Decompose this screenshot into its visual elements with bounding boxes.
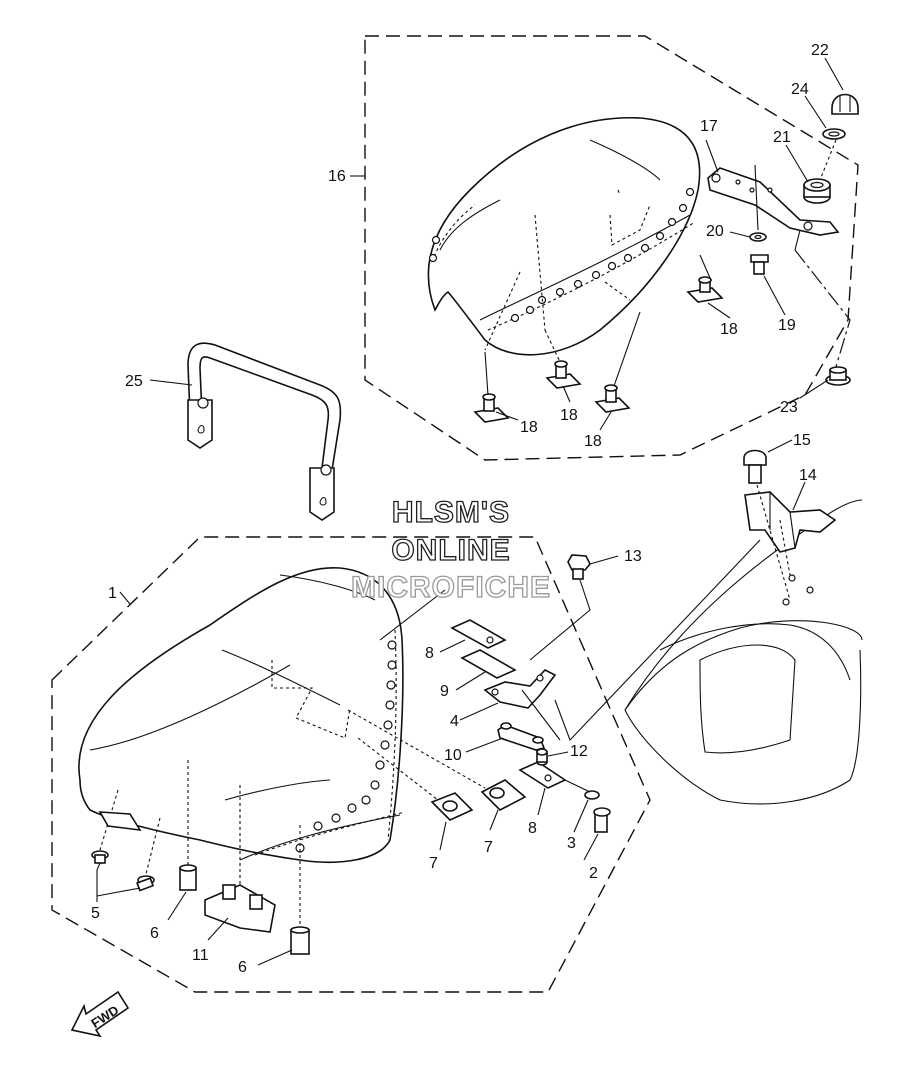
callout-16: 16 bbox=[328, 168, 346, 185]
rear-fender bbox=[624, 499, 863, 805]
callout-7-right: 7 bbox=[484, 839, 493, 856]
cap-nut bbox=[831, 93, 859, 115]
callout-20: 20 bbox=[706, 223, 724, 240]
callout-18-rear: 18 bbox=[584, 433, 602, 450]
bolt-13 bbox=[567, 554, 591, 580]
callout-18-right: 18 bbox=[720, 321, 738, 338]
watermark-line-3: MICROFICHE bbox=[351, 571, 551, 604]
bolt-15 bbox=[743, 449, 767, 484]
callout-23: 23 bbox=[780, 399, 798, 416]
seat-clip-18-front-left bbox=[473, 393, 510, 423]
watermark: HLSM'S ONLINE MICROFICHE bbox=[350, 495, 551, 604]
seat-clip-18-middle bbox=[545, 360, 582, 389]
seat-clip-18-rear bbox=[594, 384, 631, 413]
leader-lines bbox=[96, 57, 844, 966]
front-seat-group-boundary bbox=[51, 536, 651, 993]
grab-bar bbox=[187, 342, 342, 521]
callout-18-middle: 18 bbox=[560, 407, 578, 424]
grommet-21 bbox=[803, 178, 831, 204]
watermark-line-2: ONLINE bbox=[391, 534, 510, 567]
plate-8-lower bbox=[518, 761, 567, 789]
fwd-arrow-icon: FWD bbox=[70, 990, 130, 1038]
seat-clip-18-right bbox=[686, 276, 724, 303]
bolt-2 bbox=[593, 807, 611, 833]
callout-17: 17 bbox=[700, 118, 718, 135]
callout-14: 14 bbox=[799, 467, 817, 484]
damper-6-right bbox=[290, 926, 310, 955]
callout-13: 13 bbox=[624, 548, 642, 565]
callout-4: 4 bbox=[450, 713, 459, 730]
watermark-line-1: HLSM'S bbox=[392, 496, 510, 529]
bracket-4 bbox=[483, 669, 557, 709]
callout-5: 5 bbox=[91, 905, 100, 922]
callout-12: 12 bbox=[570, 743, 588, 760]
callout-22: 22 bbox=[811, 42, 829, 59]
callout-6-left: 6 bbox=[150, 925, 159, 942]
callout-3: 3 bbox=[567, 835, 576, 852]
damper-11 bbox=[204, 884, 276, 933]
callout-1: 1 bbox=[108, 585, 117, 602]
callout-8-upper: 8 bbox=[425, 645, 434, 662]
bolt-5-left bbox=[91, 850, 109, 864]
callout-18-front-left: 18 bbox=[520, 419, 538, 436]
callout-labels: 16 17 22 24 21 20 19 18 18 18 18 23 25 1… bbox=[91, 42, 829, 976]
bolt-19 bbox=[750, 254, 769, 275]
bracket-10 bbox=[497, 722, 546, 751]
callout-9: 9 bbox=[440, 683, 449, 700]
callout-10: 10 bbox=[444, 747, 462, 764]
bracket-14 bbox=[744, 491, 837, 553]
grommet-23 bbox=[825, 366, 851, 386]
callout-8-lower: 8 bbox=[528, 820, 537, 837]
callout-2: 2 bbox=[589, 865, 598, 882]
callout-6-right: 6 bbox=[238, 959, 247, 976]
callout-19: 19 bbox=[778, 317, 796, 334]
callout-25: 25 bbox=[125, 373, 143, 390]
callout-24: 24 bbox=[791, 81, 809, 98]
plate-8-upper bbox=[450, 619, 507, 649]
callout-21: 21 bbox=[773, 129, 791, 146]
washer-3 bbox=[584, 790, 600, 800]
rear-seat-studs bbox=[428, 187, 695, 323]
damper-7-right bbox=[480, 779, 527, 811]
callout-15: 15 bbox=[793, 432, 811, 449]
front-seat bbox=[78, 566, 486, 925]
rear-seat-bracket bbox=[707, 164, 840, 236]
callout-7-left: 7 bbox=[429, 855, 438, 872]
rear-seat-group-boundary bbox=[364, 35, 859, 461]
damper-6-left bbox=[179, 864, 197, 891]
spacer-12 bbox=[536, 748, 548, 766]
rear-seat bbox=[427, 116, 701, 356]
bolt-5-right bbox=[136, 875, 155, 892]
bracket-9 bbox=[460, 649, 517, 679]
damper-7-left bbox=[430, 792, 474, 821]
callout-11: 11 bbox=[192, 947, 209, 964]
